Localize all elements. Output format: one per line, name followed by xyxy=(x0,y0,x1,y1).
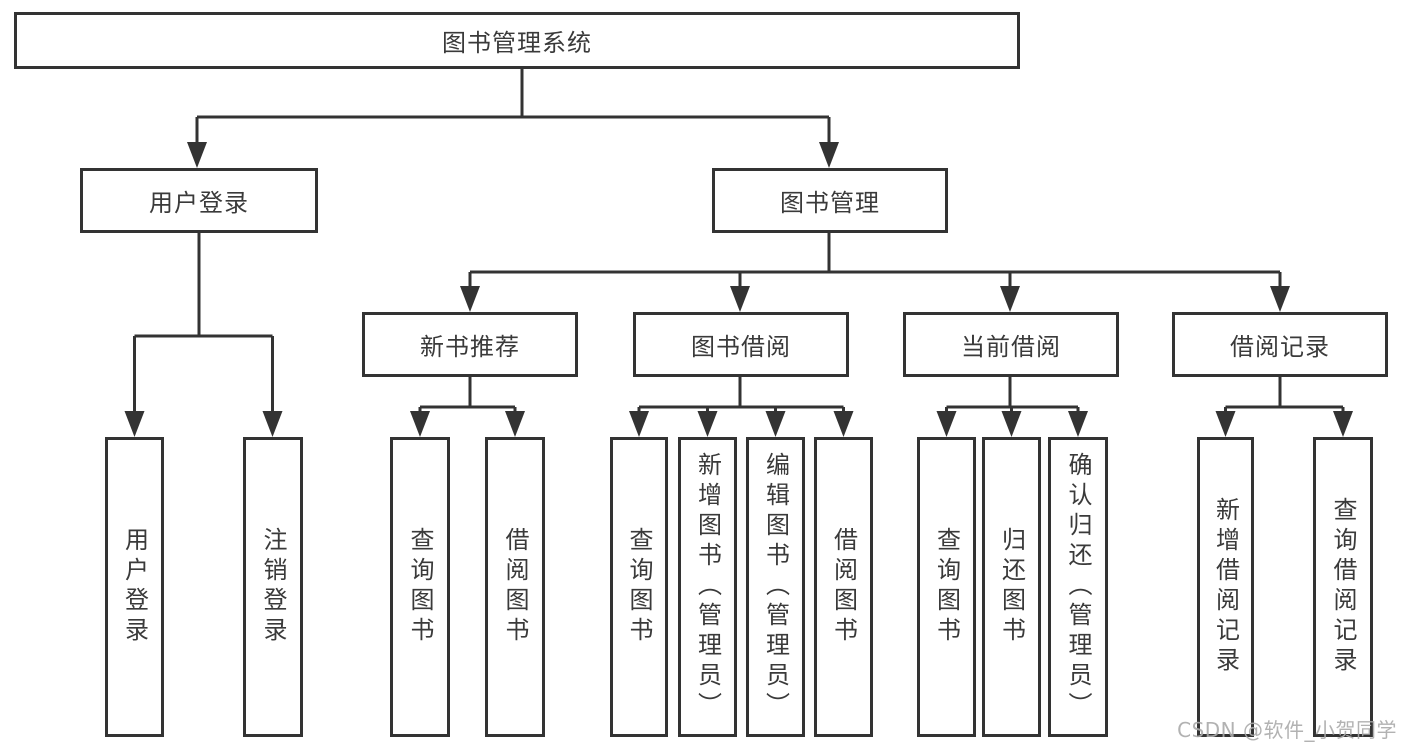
leaf-query-borrow-record: 查询借阅记录 xyxy=(1313,437,1373,737)
leaf-label: 确认归还（管理员） xyxy=(1064,452,1092,722)
leaf-label: 查询图书 xyxy=(406,527,434,647)
leaf-edit-book-admin: 编辑图书（管理员） xyxy=(746,437,805,737)
node-user-login: 用户登录 xyxy=(80,168,318,233)
leaf-add-borrow-record: 新增借阅记录 xyxy=(1197,437,1254,737)
leaf-add-book-admin: 新增图书（管理员） xyxy=(678,437,737,737)
node-book-borrow: 图书借阅 xyxy=(633,312,849,377)
leaf-query-books-current: 查询图书 xyxy=(917,437,976,737)
leaf-logout-login: 注销登录 xyxy=(243,437,303,737)
leaf-query-books-recommend: 查询图书 xyxy=(390,437,450,737)
leaf-label: 借阅图书 xyxy=(501,527,529,647)
csdn-watermark: CSDN @软件_小贺同学 xyxy=(1177,718,1397,742)
leaf-return-books: 归还图书 xyxy=(982,437,1041,737)
leaf-label: 新增借阅记录 xyxy=(1211,497,1240,677)
leaf-label: 借阅图书 xyxy=(829,527,858,647)
leaf-label: 新增图书（管理员） xyxy=(693,452,722,722)
leaf-query-books-borrow: 查询图书 xyxy=(610,437,668,737)
node-label: 借阅记录 xyxy=(1230,333,1330,361)
node-new-book-recommend: 新书推荐 xyxy=(362,312,578,377)
leaf-label: 查询借阅记录 xyxy=(1329,497,1357,677)
node-borrow-records: 借阅记录 xyxy=(1172,312,1388,377)
leaf-label: 用户登录 xyxy=(120,527,149,647)
node-library-management-system: 图书管理系统 xyxy=(14,12,1020,69)
leaf-borrow-books: 借阅图书 xyxy=(814,437,873,737)
leaf-label: 归还图书 xyxy=(997,527,1026,647)
leaf-borrow-books-recommend: 借阅图书 xyxy=(485,437,545,737)
leaf-user-login: 用户登录 xyxy=(105,437,164,737)
leaf-confirm-return-admin: 确认归还（管理员） xyxy=(1048,437,1108,737)
node-label: 图书管理 xyxy=(780,189,880,217)
node-label: 图书借阅 xyxy=(691,333,791,361)
leaf-label: 查询图书 xyxy=(625,527,653,647)
leaf-label: 查询图书 xyxy=(932,527,961,647)
node-label: 当前借阅 xyxy=(961,333,1061,361)
leaf-label: 注销登录 xyxy=(259,527,287,647)
node-label: 图书管理系统 xyxy=(442,29,592,57)
node-label: 用户登录 xyxy=(149,189,249,217)
leaf-label: 编辑图书（管理员） xyxy=(761,452,790,722)
node-current-borrow: 当前借阅 xyxy=(903,312,1119,377)
node-label: 新书推荐 xyxy=(420,333,520,361)
node-book-management: 图书管理 xyxy=(712,168,948,233)
arrowheads xyxy=(124,142,1353,437)
